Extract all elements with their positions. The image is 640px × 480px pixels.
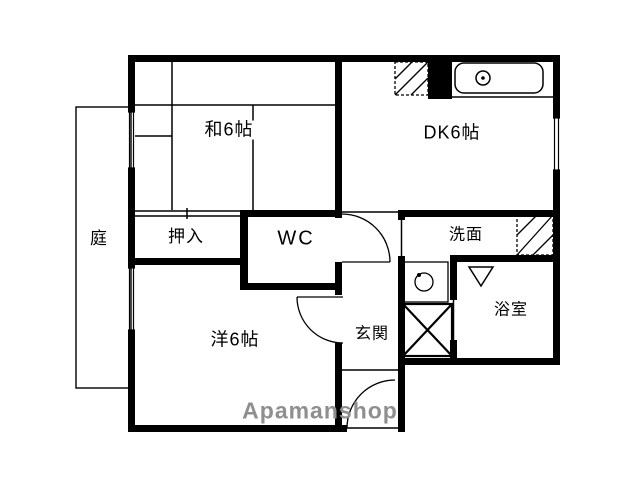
wall-top [128, 55, 560, 62]
wall-right-lower [553, 170, 560, 365]
wall-left-1 [128, 55, 135, 112]
room-label-western-room: 洋6帖 [208, 329, 262, 350]
fixtures [394, 61, 554, 358]
washbasin-icon [401, 261, 449, 303]
wall-wc-bottom [240, 283, 342, 290]
wall-bottom-left [128, 425, 347, 432]
wall-above-washroom [398, 210, 560, 217]
wall-japanese-dk [335, 55, 342, 217]
wall-right-upper [553, 55, 560, 118]
wall-hall-washer [398, 256, 405, 358]
washer-pan-x-icon [401, 302, 454, 358]
interior-lines [135, 62, 553, 429]
refrigerator-space-icon [394, 61, 429, 96]
wall-left-3 [128, 330, 135, 432]
kitchen-sink-icon [454, 62, 544, 94]
wall-western-entrance [335, 343, 342, 432]
doors [296, 213, 396, 429]
wall-bottom-right [398, 358, 560, 365]
wall-wc-right-lower [335, 262, 342, 295]
washing-machine-space-icon [516, 214, 554, 256]
room-label-toilet: WC [275, 227, 317, 250]
wc-door-swing-arc-icon [341, 213, 391, 263]
wall-hall-washroom-stub [398, 210, 405, 220]
room-label-bathroom: 浴室 [491, 301, 531, 320]
room-label-entrance: 玄関 [352, 325, 392, 344]
room-label-washroom: 洗面 [446, 226, 486, 245]
room-label-japanese-room: 和6帖 [202, 119, 256, 140]
windows [128, 111, 560, 331]
wall-bath-left-upper [450, 255, 457, 300]
western-room-door-swing-arc-icon [296, 296, 344, 344]
wall-closet-wc-separator [240, 210, 248, 290]
window-icon [128, 267, 135, 331]
watermark-logo: Apamanshop [242, 397, 398, 424]
wall-closet-bottom [128, 258, 248, 265]
room-label-dining-kitchen: DK6帖 [421, 122, 483, 143]
wall-washroom-bath [450, 255, 560, 262]
room-label-garden: 庭 [90, 229, 108, 249]
bath-marker-icon [467, 266, 495, 288]
wall-entrance-right [398, 358, 405, 432]
closet-sliding-door [135, 208, 240, 219]
window-icon [128, 111, 135, 169]
wall-dk-pillar [428, 55, 452, 99]
entrance-door-swing-arc-icon [346, 379, 396, 429]
window-icon [553, 117, 560, 171]
room-label-closet: 押入 [166, 227, 206, 247]
walls [128, 55, 560, 432]
wall-above-wc [240, 210, 342, 217]
wall-left-2 [128, 168, 135, 268]
faucet-icon [475, 70, 491, 86]
wall-bath-left-lower [450, 340, 457, 358]
wall-wc-right-stub [335, 210, 342, 218]
